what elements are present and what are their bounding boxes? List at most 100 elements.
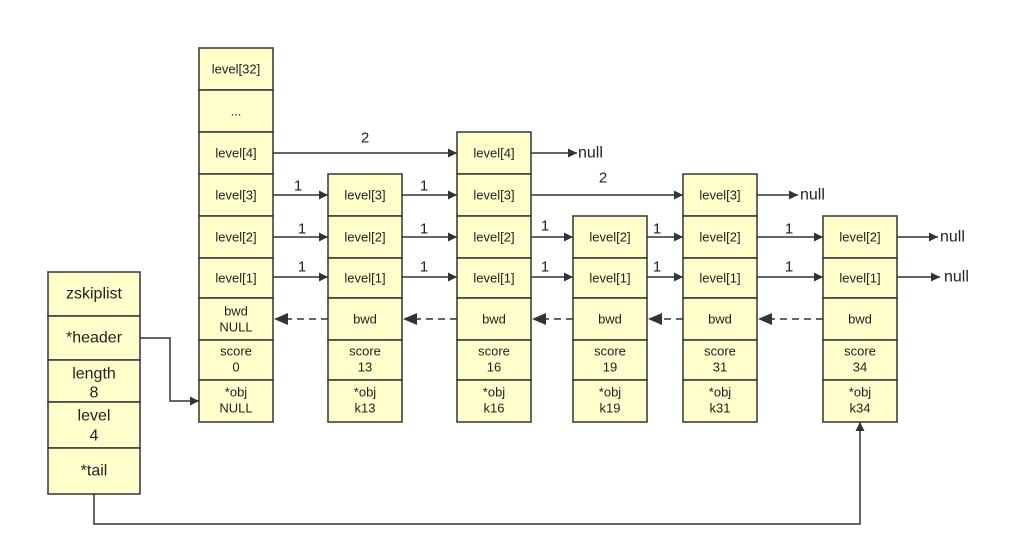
- node-bwd-cell: [682, 297, 758, 341]
- header-pointer-arrow: [140, 337, 199, 406]
- backward-arrow-head: [403, 313, 417, 325]
- node-level-cell: [456, 215, 532, 259]
- node-score-value: 19: [603, 360, 617, 375]
- node-obj-label: *obj: [849, 385, 872, 400]
- span-label: 1: [420, 178, 428, 195]
- span-label: 1: [541, 259, 549, 276]
- header-score-value: 0: [232, 360, 239, 375]
- null-label: null: [800, 187, 825, 204]
- node-score-cell: [456, 339, 532, 381]
- span-label: 1: [541, 218, 549, 235]
- node-obj-cell: [822, 379, 898, 423]
- zskiplist-header-cell: [47, 315, 141, 361]
- node-level-cell: [456, 257, 532, 299]
- backward-arrow-head: [648, 313, 662, 325]
- node-score-value: 31: [713, 360, 727, 375]
- node-level-label: level[2]: [344, 230, 385, 245]
- node-level-label: level[4]: [473, 146, 514, 161]
- node-bwd-label: bwd: [708, 312, 732, 327]
- header-bwd-label: bwd: [224, 304, 248, 319]
- node-level-label: level[2]: [699, 230, 740, 245]
- backward-arrow-head: [758, 313, 772, 325]
- header-level-cell: [198, 47, 274, 91]
- null-label: null: [940, 229, 965, 246]
- node-score-label: score: [704, 344, 736, 359]
- zskiplist-length-label: length: [72, 366, 116, 383]
- span-label: 2: [361, 130, 369, 147]
- span-label: 1: [420, 259, 428, 276]
- node-score-value: 13: [358, 360, 372, 375]
- node-level-label: level[3]: [699, 188, 740, 203]
- header-score-label: score: [220, 344, 252, 359]
- node-obj-value: k13: [355, 401, 376, 416]
- node-obj-label: *obj: [599, 385, 622, 400]
- node-level-label: level[1]: [344, 271, 385, 286]
- node-score-value: 16: [487, 360, 501, 375]
- zskiplist-tail-field: *tail: [81, 463, 108, 480]
- struct-pointers: [93, 337, 865, 525]
- node-16: level[4] level[3] level[2] level[1] bwd …: [456, 131, 532, 423]
- null-label: null: [944, 269, 969, 286]
- node-score-label: score: [594, 344, 626, 359]
- header-level-cell: [198, 131, 274, 175]
- node-bwd-label: bwd: [353, 312, 377, 327]
- header-level-cell: [198, 257, 274, 299]
- node-level-label: level[2]: [473, 230, 514, 245]
- node-obj-value: k34: [850, 401, 871, 416]
- span-label: 1: [420, 221, 428, 238]
- node-score-cell: [572, 339, 648, 381]
- node-level-label: level[3]: [344, 188, 385, 203]
- header-level-label: level[1]: [215, 271, 256, 286]
- node-obj-label: *obj: [354, 385, 377, 400]
- node-level-label: level[1]: [699, 271, 740, 286]
- node-obj-value: k19: [600, 401, 621, 416]
- node-13: level[3] level[2] level[1] bwd score 13 …: [327, 173, 403, 423]
- span-label: 1: [298, 259, 306, 276]
- header-bwd-cell: [198, 297, 274, 341]
- zskiplist-length-value: 8: [90, 385, 99, 402]
- node-obj-cell: [327, 379, 403, 423]
- node-level-cell: [572, 215, 648, 259]
- null-label: null: [578, 145, 603, 162]
- zskiplist-title: zskiplist: [66, 286, 123, 303]
- node-obj-label: *obj: [709, 385, 732, 400]
- node-score-value: 34: [853, 360, 867, 375]
- span-label: 1: [653, 259, 661, 276]
- node-31: level[3] level[2] level[1] bwd score 31 …: [682, 173, 758, 423]
- node-bwd-label: bwd: [848, 312, 872, 327]
- span-label: 1: [785, 221, 793, 238]
- header-obj-cell: [198, 379, 274, 423]
- tail-pointer-arrow: [93, 422, 865, 525]
- header-bwd-value: NULL: [219, 320, 252, 335]
- node-bwd-label: bwd: [598, 312, 622, 327]
- null-labels: null null null null: [578, 145, 969, 286]
- zskiplist-level-cell: [47, 401, 141, 449]
- header-level-label: level[3]: [215, 188, 256, 203]
- header-level-cell: [198, 215, 274, 259]
- backward-arrow-head: [532, 313, 546, 325]
- zskiplist-title-cell: [47, 271, 141, 317]
- node-level-label: level[2]: [589, 230, 630, 245]
- span-label: 1: [298, 221, 306, 238]
- node-obj-label: *obj: [483, 385, 506, 400]
- zskiplist-header-field: *header: [66, 330, 123, 347]
- node-score-label: score: [844, 344, 876, 359]
- node-score-cell: [822, 339, 898, 381]
- node-obj-cell: [572, 379, 648, 423]
- node-level-label: level[3]: [473, 188, 514, 203]
- zskiplist-level-value: 4: [90, 428, 99, 445]
- span-labels: 2 1 1 1 1 1 1 2 1 1 1 1 1 1: [294, 130, 793, 276]
- node-score-label: score: [349, 344, 381, 359]
- header-node: level[32] ... level[4] level[3] level[2]…: [198, 47, 274, 423]
- header-level-ellipsis: ...: [231, 104, 242, 119]
- node-obj-cell: [682, 379, 758, 423]
- node-bwd-cell: [572, 297, 648, 341]
- node-level-label: level[2]: [839, 230, 880, 245]
- node-19: level[2] level[1] bwd score 19 *obj k19: [572, 215, 648, 423]
- header-level-label: level[32]: [212, 62, 260, 77]
- node-score-label: score: [478, 344, 510, 359]
- zskiplist-struct: zskiplist *header length 8 level 4 *tail: [47, 271, 141, 495]
- header-obj-label: *obj: [225, 385, 248, 400]
- span-label: 1: [294, 178, 302, 195]
